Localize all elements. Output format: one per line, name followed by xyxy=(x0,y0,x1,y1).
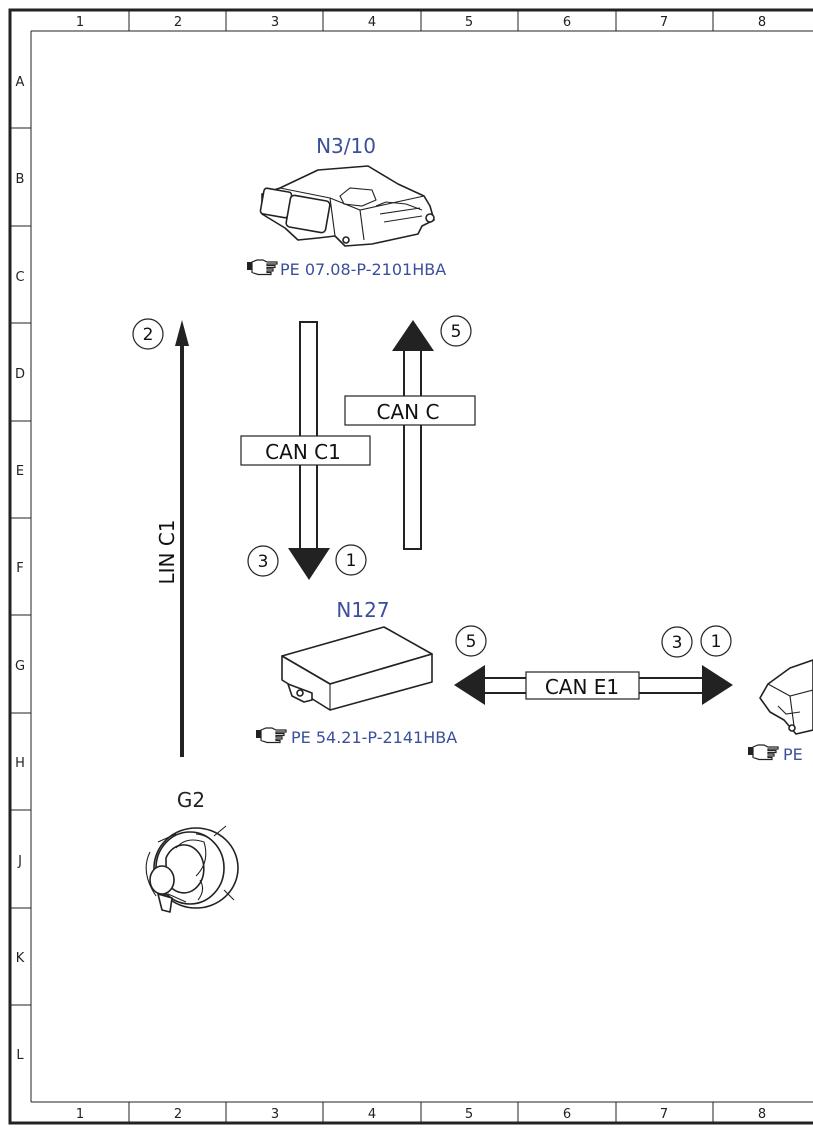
row-label-k: K xyxy=(16,951,25,966)
alternator-drawing xyxy=(145,825,239,913)
pointing-hand-icon xyxy=(255,727,287,744)
col-label-2: 2 xyxy=(174,15,182,30)
row-label-c: C xyxy=(15,270,24,285)
col-label-bottom-7: 7 xyxy=(660,1107,668,1122)
marker-can-c1-1: 1 xyxy=(346,551,357,571)
col-label-1: 1 xyxy=(76,15,84,30)
right-partial-reference[interactable]: PE xyxy=(783,745,803,764)
engine-control-unit-drawing xyxy=(259,165,435,247)
marker-can-e1-5: 5 xyxy=(466,632,477,652)
pointing-hand-icon xyxy=(246,259,278,276)
row-label-g: G xyxy=(15,659,25,674)
marker-lin-c1-2: 2 xyxy=(143,325,154,345)
can-e1-left-arrowhead xyxy=(454,665,485,705)
marker-can-e1-3: 3 xyxy=(672,633,683,653)
row-label-h: H xyxy=(15,756,25,771)
component-g2: G2 xyxy=(145,788,239,913)
col-label-bottom-5: 5 xyxy=(465,1107,473,1122)
col-label-5: 5 xyxy=(465,15,473,30)
component-right-partial: PE xyxy=(747,659,813,764)
powertrain-control-unit-drawing xyxy=(281,626,433,711)
can-c1-label: CAN C1 xyxy=(265,440,341,464)
col-label-bottom-3: 3 xyxy=(271,1107,279,1122)
bus-lin-c1: LIN C1 2 xyxy=(132,318,189,757)
can-e1-label: CAN E1 xyxy=(545,675,619,699)
can-c-label: CAN C xyxy=(377,400,440,424)
lin-c1-label: LIN C1 xyxy=(155,519,179,584)
can-e1-right-arrowhead xyxy=(702,665,733,705)
col-label-4: 4 xyxy=(368,15,376,30)
col-label-bottom-1: 1 xyxy=(76,1107,84,1122)
column-ruler-top: 1 2 3 4 5 6 7 8 xyxy=(76,10,766,31)
n3-10-reference[interactable]: PE 07.08-P-2101HBA xyxy=(280,260,446,279)
drawing-frame xyxy=(8,8,813,1125)
bus-can-c1: CAN C1 3 1 xyxy=(240,321,371,580)
row-label-d: D xyxy=(15,367,25,382)
bus-can-e1: CAN E1 5 3 1 xyxy=(454,625,733,705)
pointing-hand-icon xyxy=(747,744,779,761)
row-label-b: B xyxy=(16,172,25,187)
col-label-bottom-6: 6 xyxy=(563,1107,571,1122)
marker-can-c1-3: 3 xyxy=(258,552,269,572)
col-label-bottom-8: 8 xyxy=(758,1107,766,1122)
n3-10-label: N3/10 xyxy=(316,134,376,158)
row-label-l: L xyxy=(16,1048,24,1063)
bus-can-c: CAN C 5 xyxy=(344,315,476,550)
col-label-8: 8 xyxy=(758,15,766,30)
row-label-f: F xyxy=(16,561,23,576)
g2-label: G2 xyxy=(177,788,205,812)
row-label-e: E xyxy=(16,464,24,479)
marker-can-c-5: 5 xyxy=(451,322,462,342)
col-label-bottom-2: 2 xyxy=(174,1107,182,1122)
row-label-a: A xyxy=(16,75,25,90)
component-n3-10: N3/10 PE 07.08-P-2101HBA xyxy=(246,134,446,279)
can-c-arrowhead xyxy=(392,320,434,351)
row-label-j: J xyxy=(17,854,22,869)
n127-label: N127 xyxy=(336,598,389,622)
n127-reference[interactable]: PE 54.21-P-2141HBA xyxy=(291,728,457,747)
marker-can-e1-1: 1 xyxy=(711,632,722,652)
lin-c1-arrowhead xyxy=(175,320,189,346)
column-ruler-bottom: 1 2 3 4 5 6 7 8 xyxy=(76,1102,766,1123)
col-label-7: 7 xyxy=(660,15,668,30)
row-ruler-left: A B C D E F G H J K L xyxy=(10,75,31,1063)
col-label-bottom-4: 4 xyxy=(368,1107,376,1122)
component-n127: N127 PE 54.21-P-2141HBA xyxy=(255,598,457,747)
col-label-6: 6 xyxy=(563,15,571,30)
col-label-3: 3 xyxy=(271,15,279,30)
can-c1-arrowhead xyxy=(288,548,330,580)
